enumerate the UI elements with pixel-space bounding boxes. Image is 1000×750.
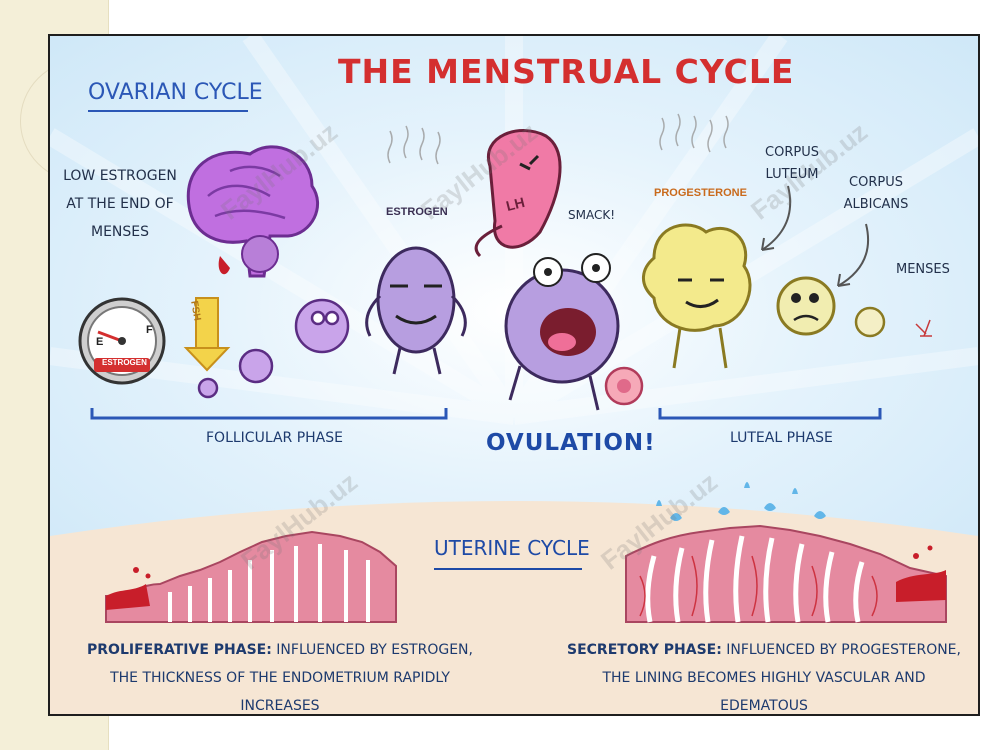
low-estrogen-note: LOW ESTROGEN AT THE END OF MENSES [63, 168, 177, 240]
ovarian-cycle-heading: OVARIAN CYCLE [88, 80, 263, 105]
secretory-phase-line1: INFLUENCED BY PROGESTERONE, [726, 642, 961, 658]
pointer-arrows [761, 185, 870, 287]
secretory-phase-line2: THE LINING BECOMES HIGHLY VASCULAR AND E… [602, 670, 926, 714]
uterine-cycle-underline [434, 568, 582, 570]
secretory-endometrium-icon [625, 482, 947, 623]
fsh-arrow [183, 297, 231, 372]
follicular-phase-label: FOLLICULAR PHASE [206, 430, 343, 446]
estrogen-label: ESTROGEN [386, 206, 448, 218]
corpus-luteum-label: CORPUS LUTEUM [765, 145, 819, 182]
menses-label: MENSES [896, 262, 950, 277]
lh-hormone-character [474, 129, 562, 258]
diagram-title: THE MENSTRUAL CYCLE [338, 52, 795, 91]
proliferative-phase-line1: INFLUENCED BY ESTROGEN, [276, 642, 473, 658]
ovulating-follicle-character [504, 253, 644, 411]
estrogen-gauge-icon [78, 297, 166, 385]
estrogen-follicle-character [365, 125, 467, 375]
gauge-full-mark: F [146, 324, 153, 336]
gauge-empty-mark: E [96, 336, 104, 348]
diagram-panel: FaylHub.uz FaylHub.uz FaylHub.uz FaylHub… [48, 34, 980, 716]
progesterone-label: PROGESTERONE [654, 187, 747, 199]
secretory-phase-caption: SECRETORY PHASE: INFLUENCED BY PROGESTER… [564, 636, 964, 714]
corpus-albicans-character [776, 276, 932, 338]
corpus-albicans-label: CORPUS ALBICANS [843, 175, 909, 212]
ovarian-cycle-underline [88, 110, 248, 112]
phase-brackets [90, 408, 882, 420]
illustration-layer [50, 36, 978, 714]
proliferative-phase-line2: THE THICKNESS OF THE ENDOMETRIUM RAPIDLY… [110, 670, 450, 714]
proliferative-phase-name: PROLIFERATIVE PHASE: [87, 642, 272, 658]
brain-icon [186, 145, 319, 278]
gauge-label: ESTROGEN [102, 358, 147, 367]
smack-label: SMACK! [568, 208, 616, 222]
corpus-luteum-character [642, 113, 752, 369]
follicle-growth-sequence [197, 298, 350, 399]
proliferative-endometrium-icon [105, 530, 397, 623]
ovulation-label: OVULATION! [486, 430, 656, 456]
uterine-cycle-heading: UTERINE CYCLE [434, 536, 590, 560]
secretory-phase-name: SECRETORY PHASE: [567, 642, 722, 658]
luteal-phase-label: LUTEAL PHASE [730, 430, 833, 446]
proliferative-phase-caption: PROLIFERATIVE PHASE: INFLUENCED BY ESTRO… [70, 636, 490, 714]
